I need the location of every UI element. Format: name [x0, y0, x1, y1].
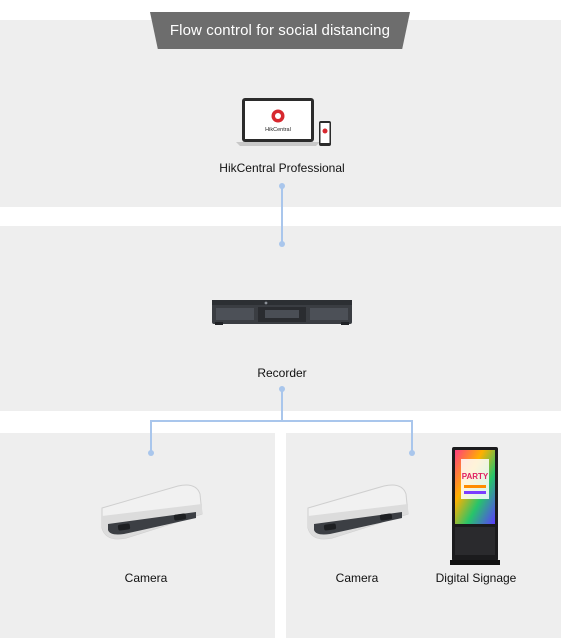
- camera-right-icon: [307, 484, 409, 540]
- camera-right-label: Camera: [335, 571, 379, 585]
- recorder-icon: [212, 300, 352, 325]
- connector-recorder-camera-left: [150, 389, 283, 453]
- camera-left-icon: [101, 484, 203, 540]
- diagram-title: Flow control for social distancing: [150, 12, 410, 49]
- camera-left-label: Camera: [124, 571, 168, 585]
- connector-dot: [279, 386, 285, 392]
- connector-dot: [279, 241, 285, 247]
- connector-dot: [279, 183, 285, 189]
- signage-screen-text: PARTY: [462, 472, 489, 481]
- connector-recorder-signage-group: [282, 420, 413, 453]
- connector-dot: [148, 450, 154, 456]
- bottom-left-panel: [0, 433, 275, 638]
- connector-dot: [409, 450, 415, 456]
- management-label: HikCentral Professional: [219, 161, 345, 175]
- laptop-tablet-icon: HikCentral: [236, 98, 331, 146]
- signage-label: Digital Signage: [435, 571, 517, 585]
- recorder-label: Recorder: [257, 366, 307, 380]
- digital-signage-icon: PARTY: [450, 447, 500, 565]
- hikcentral-screen-text: HikCentral: [265, 127, 291, 133]
